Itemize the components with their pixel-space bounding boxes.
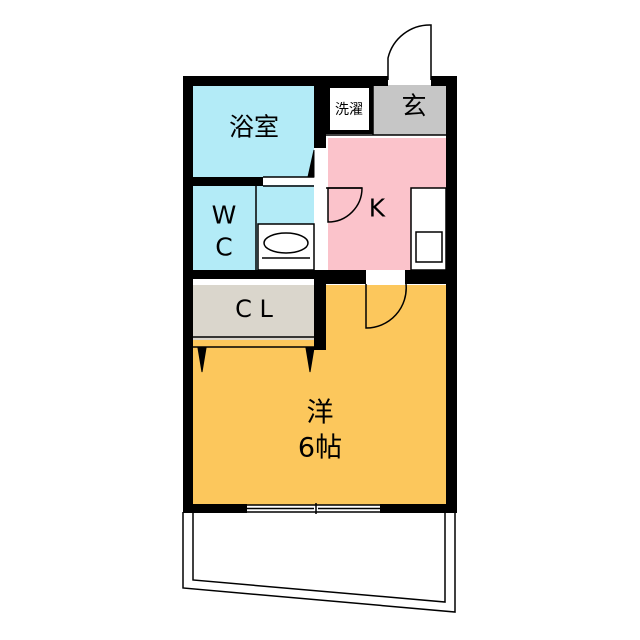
entrance-area [373,85,446,135]
western-room-label-size: 6帖 [298,433,342,464]
balcony-window [247,503,380,514]
doors [326,187,407,329]
kitchen-counter [410,187,447,271]
entrance-door [387,24,432,80]
wc-label-c: C [215,233,232,262]
closet-room-fill [192,285,316,340]
laundry-label: 洗濯 [335,102,363,118]
walls [183,76,457,513]
laundry-area [328,85,370,135]
closet-label: C L [235,295,273,323]
kitchen-label: K [369,194,386,223]
toilet-fixture [257,223,315,271]
bath-label: 浴室 [229,113,279,142]
wc-label-w: W [212,201,237,230]
bath-room [192,85,314,177]
balcony [182,512,456,613]
interior-lines [193,84,446,348]
sliding-door-markers [197,149,315,373]
western-room-label-type: 洋 [307,398,334,429]
entrance-label: 玄 [401,92,426,121]
